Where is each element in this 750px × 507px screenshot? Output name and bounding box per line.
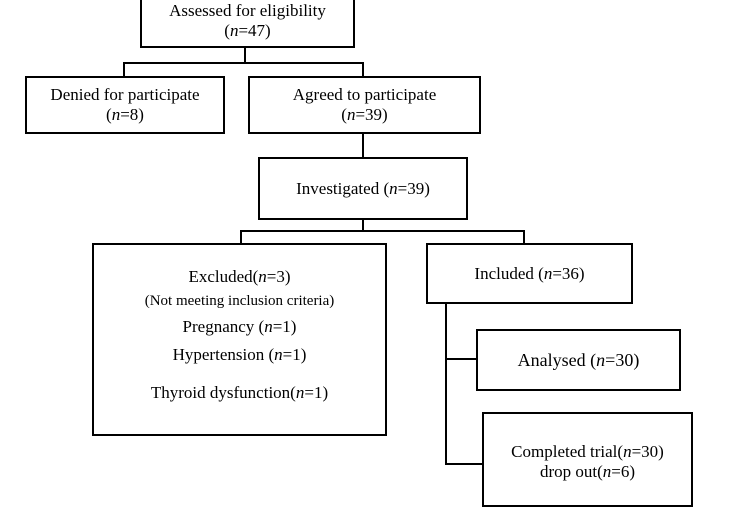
denied-title: Denied for participate [50,85,200,104]
investigated-label: Investigated (n=39) [296,178,430,198]
excluded-reason-hypertension: Hypertension (n=1) [172,345,307,364]
denied-count: (n=8) [106,105,144,124]
connector-to-agreed [362,62,364,77]
agreed-count: (n=39) [341,105,388,124]
agreed-title: Agreed to participate [292,85,437,104]
investigated-box: Investigated (n=39) [258,157,468,220]
connector-to-completed [445,463,483,465]
agreed-box: Agreed to participate (n=39) [248,76,481,134]
connector-investigated-down [362,219,364,231]
connector-to-excluded [240,230,242,244]
excluded-title: Excluded(n=3) [188,267,291,286]
completed-line1: Completed trial(n=30) [511,442,664,461]
denied-box: Denied for participate (n=8) [25,76,225,134]
completed-line2: drop out(n=6) [539,462,636,481]
connector-to-analysed [445,358,477,360]
connector-assessed-down [244,47,246,63]
assessed-title: Assessed for eligibility [169,1,326,20]
connector-included-trunk [445,302,447,464]
connector-mid-horizontal [240,230,525,232]
included-box: Included (n=36) [426,243,633,304]
excluded-subtitle: (Not meeting inclusion criteria) [144,293,335,309]
analysed-label: Analysed (n=30) [517,350,640,370]
excluded-box: Excluded(n=3) (Not meeting inclusion cri… [92,243,387,436]
connector-agreed-to-investigated [362,133,364,158]
completed-box: Completed trial(n=30) drop out(n=6) [482,412,693,507]
connector-to-included [523,230,525,244]
connector-top-horizontal [123,62,364,64]
analysed-box: Analysed (n=30) [476,329,681,391]
connector-to-denied [123,62,125,77]
excluded-reason-thyroid: Thyroid dysfunction(n=1) [150,383,329,402]
included-label: Included (n=36) [474,263,585,283]
assessed-count: (n=47) [224,21,271,40]
excluded-reason-pregnancy: Pregnancy (n=1) [182,317,297,336]
assessed-box: Assessed for eligibility (n=47) [140,0,355,48]
